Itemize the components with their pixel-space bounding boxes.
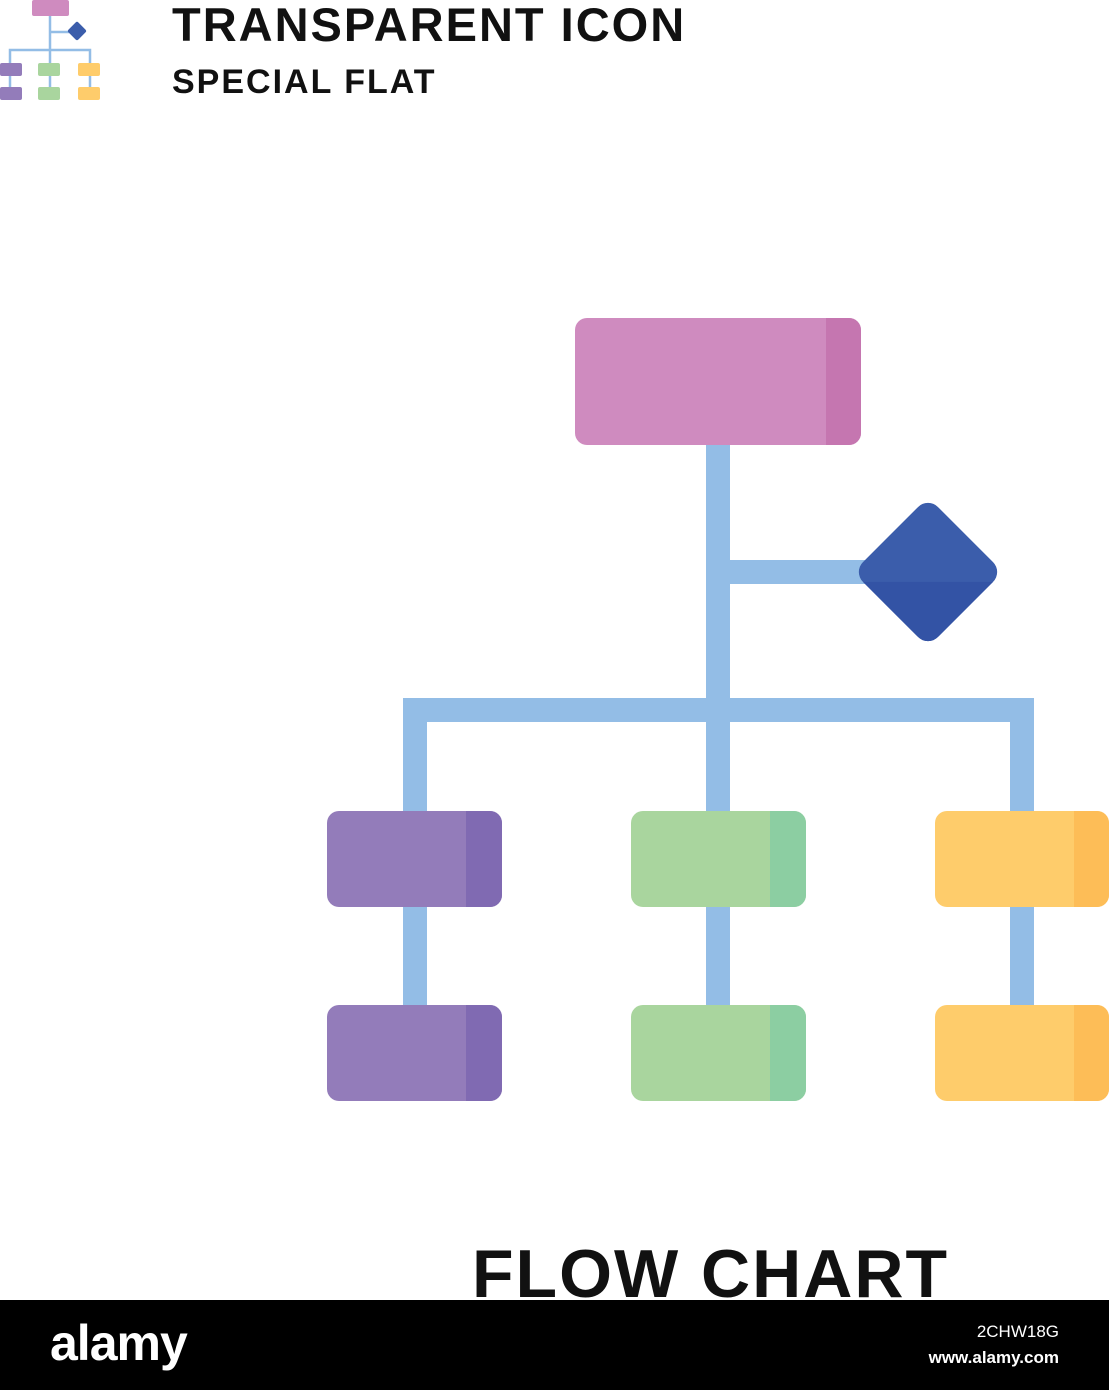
decision-diamond: [858, 502, 998, 642]
icon-caption-container: FLOW CHART: [0, 1238, 1109, 1300]
top-process-box: [575, 318, 861, 445]
brand-logo: alamy: [50, 1315, 188, 1371]
header-title: TRANSPARENT ICON: [172, 0, 687, 51]
footer-bar: alamy 2CHW18G www.alamy.com: [0, 1300, 1109, 1390]
yellow-box-bottom: [935, 1005, 1109, 1101]
flow-chart-icon: [327, 318, 1109, 1101]
site-url: www.alamy.com: [928, 1348, 1059, 1367]
connector-lines: [403, 440, 1034, 1010]
purple-box-bottom: [327, 1005, 502, 1101]
header-subtitle: SPECIAL FLAT: [172, 63, 437, 101]
icon-caption: FLOW CHART: [472, 1238, 950, 1300]
green-box-top: [631, 811, 806, 907]
image-id: 2CHW18G: [976, 1322, 1059, 1341]
flow-chart-thumbnail-icon: [0, 0, 100, 100]
yellow-box-top: [935, 811, 1109, 907]
purple-box-top: [327, 811, 502, 907]
green-box-bottom: [631, 1005, 806, 1101]
